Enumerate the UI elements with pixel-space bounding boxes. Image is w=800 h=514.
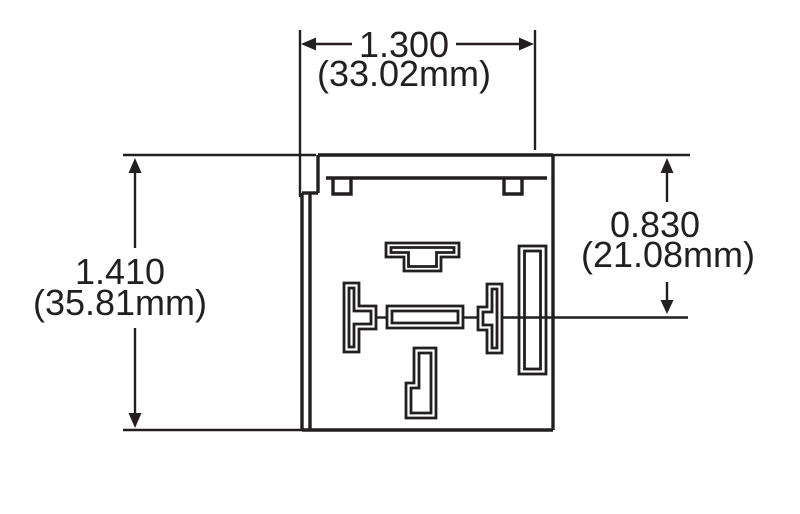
arrowhead-left <box>301 37 316 51</box>
extension-lines <box>123 30 690 432</box>
dimension-width: 1.300 (33.02mm) <box>301 24 534 94</box>
latch-slot-inner <box>523 249 542 371</box>
arrowhead-up <box>660 158 674 173</box>
terminal-bottom-inner <box>409 351 433 415</box>
terminal-right-inner <box>481 287 499 350</box>
width-value-inches: 1.300 <box>359 24 449 65</box>
offset-value-mm: (21.08mm) <box>581 234 755 275</box>
arrowhead-right <box>519 37 534 51</box>
terminal-slots <box>342 241 504 420</box>
terminal-center-inner <box>390 309 460 325</box>
body-notch-left <box>331 178 353 196</box>
width-value-mm: (33.02mm) <box>317 53 491 94</box>
terminal-top-inner <box>389 246 456 268</box>
arrowhead-down <box>660 300 674 314</box>
body-notch-right <box>502 178 524 196</box>
dimension-offset: 0.830 (21.08mm) <box>581 158 755 314</box>
arrowhead-up <box>128 158 142 173</box>
socket-body <box>300 153 555 432</box>
height-value-mm: (35.81mm) <box>33 282 207 323</box>
arrowhead-down <box>128 413 142 428</box>
terminal-left-inner <box>347 286 373 349</box>
offset-value-inches: 0.830 <box>610 204 700 245</box>
dimension-height: 1.410 (35.81mm) <box>33 158 207 428</box>
height-value-inches: 1.410 <box>75 251 165 292</box>
